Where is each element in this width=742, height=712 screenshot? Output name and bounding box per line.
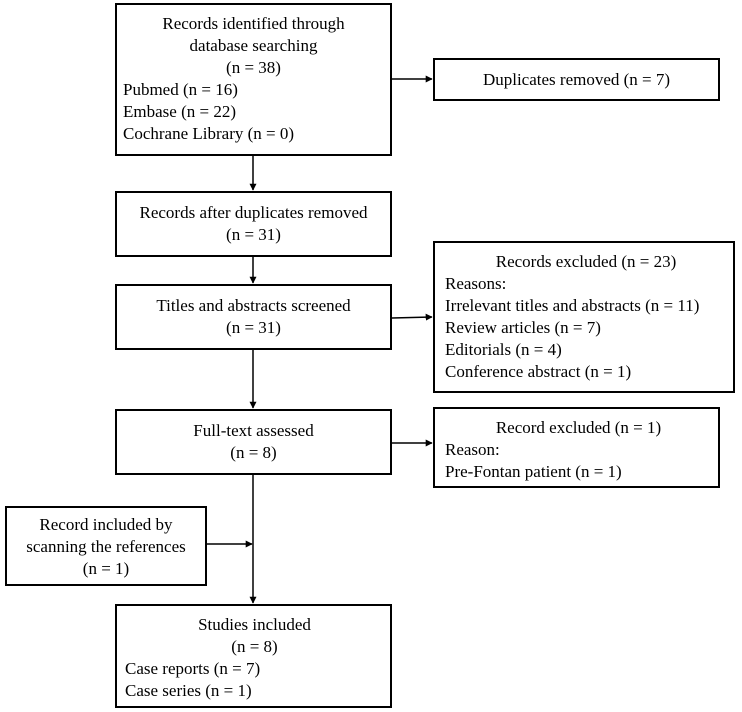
excluded-reason-editorials: Editorials (n = 4) <box>445 340 562 359</box>
references-count: (n = 1) <box>82 559 130 578</box>
identified-title-line-2: database searching <box>189 36 318 55</box>
duplicates-text: Duplicates removed (n = 7) <box>482 70 671 89</box>
after-duplicates-box: Records after duplicates removed (n = 31… <box>115 191 392 257</box>
included-case-reports: Case reports (n = 7) <box>125 659 261 678</box>
screened-title: Titles and abstracts screened <box>156 296 351 315</box>
references-title-line-1: Record included by <box>39 515 173 534</box>
excluded-reason-irrelevant: Irrelevant titles and abstracts (n = 11) <box>445 296 700 315</box>
screened-count: (n = 31) <box>226 318 281 337</box>
identified-count: (n = 38) <box>226 58 281 77</box>
excluded-reason-conference: Conference abstract (n = 1) <box>445 362 632 381</box>
screened-box: Titles and abstracts screened (n = 31) <box>115 284 392 350</box>
duplicates-box: Duplicates removed (n = 7) <box>433 58 720 101</box>
identified-source-cochrane: Cochrane Library (n = 0) <box>123 124 295 143</box>
excluded-fulltext-reason-label: Reason: <box>445 440 500 459</box>
excluded-fulltext-box: Record excluded (n = 1) Reason: Pre-Font… <box>433 407 720 488</box>
references-box: Record included by scanning the referenc… <box>5 506 207 586</box>
included-count: (n = 8) <box>231 637 278 656</box>
identified-source-embase: Embase (n = 22) <box>123 102 236 121</box>
excluded-screen-reasons-label: Reasons: <box>445 274 507 293</box>
after-duplicates-count: (n = 31) <box>226 225 281 244</box>
excluded-screen-title: Records excluded (n = 23) <box>495 252 677 271</box>
included-case-series: Case series (n = 1) <box>125 681 252 700</box>
after-duplicates-title: Records after duplicates removed <box>139 203 368 222</box>
identified-title-line-1: Records identified through <box>162 14 345 33</box>
included-box: Studies included (n = 8) Case reports (n… <box>115 604 392 708</box>
excluded-reason-review: Review articles (n = 7) <box>445 318 601 337</box>
fulltext-box: Full-text assessed (n = 8) <box>115 409 392 475</box>
arrow-screened-to-excluded <box>391 313 433 321</box>
excluded-fulltext-reason-prefontan: Pre-Fontan patient (n = 1) <box>445 462 622 481</box>
fulltext-count: (n = 8) <box>230 443 277 462</box>
fulltext-title: Full-text assessed <box>193 421 314 440</box>
excluded-screen-box: Records excluded (n = 23) Reasons: Irrel… <box>433 241 735 393</box>
identified-source-pubmed: Pubmed (n = 16) <box>123 80 238 99</box>
included-title: Studies included <box>198 615 311 634</box>
identified-box: Records identified through database sear… <box>115 3 392 156</box>
excluded-fulltext-title: Record excluded (n = 1) <box>495 418 662 437</box>
references-title-line-2: scanning the references <box>26 537 186 556</box>
